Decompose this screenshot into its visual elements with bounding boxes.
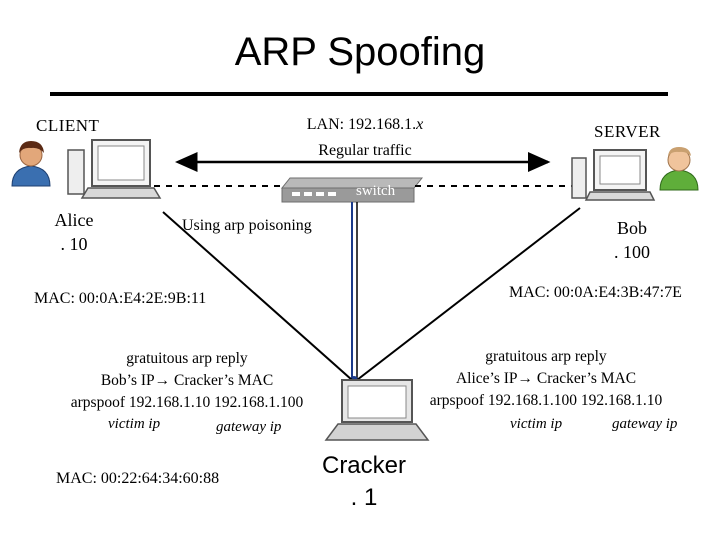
client-person-icon xyxy=(11,141,51,187)
server-name: Bob xyxy=(616,218,647,238)
lan-label: LAN: 192.168.1.x Regular traffic xyxy=(270,112,460,164)
server-person-icon xyxy=(659,147,699,191)
client-name: Alice xyxy=(54,210,94,230)
right-mapping: Alice’s IP→ Cracker’s MAC xyxy=(455,370,637,387)
left-attack-block: gratuitous arp reply Bob’s IP→ Cracker’s… xyxy=(56,348,318,414)
server-computer xyxy=(571,149,656,201)
right-attack-block: gratuitous arp reply Alice’s IP→ Cracker… xyxy=(408,346,684,412)
cracker-laptop xyxy=(324,379,430,441)
right-arp-reply: gratuitous arp reply xyxy=(485,348,607,365)
poisoning-label: Using arp poisoning xyxy=(182,217,312,234)
cracker-mac: MAC: 00:22:64:34:60:88 xyxy=(56,470,220,487)
server-ip: . 100 xyxy=(614,242,650,262)
client-role-label: CLIENT xyxy=(36,116,100,135)
switch-device xyxy=(280,177,424,203)
left-victim-label: victim ip xyxy=(108,416,161,432)
right-victim-label: victim ip xyxy=(510,416,563,432)
client-mac: MAC: 00:0A:E4:2E:9B:11 xyxy=(34,290,207,307)
client-host-label: Alice . 10 xyxy=(48,208,100,256)
left-arp-reply: gratuitous arp reply xyxy=(126,350,248,367)
lan-network-label: LAN: 192.168.1.x xyxy=(306,116,424,133)
client-ip: . 10 xyxy=(60,234,88,254)
title-underline xyxy=(50,92,668,96)
right-command: arpspoof 192.168.1.100 192.168.1.10 xyxy=(429,392,663,409)
slide-title: ARP Spoofing xyxy=(234,30,486,74)
left-command: arpspoof 192.168.1.10 192.168.1.100 xyxy=(70,394,304,411)
lan-traffic-label: Regular traffic xyxy=(318,142,412,159)
server-host-label: Bob . 100 xyxy=(604,216,660,264)
right-gateway-label: gateway ip xyxy=(612,416,678,432)
cracker-ip: . 1 xyxy=(350,484,378,511)
poison-line-left xyxy=(162,211,353,381)
switch-label: switch xyxy=(356,183,396,199)
client-computer xyxy=(67,139,162,199)
poison-line-right xyxy=(356,207,581,381)
cracker-host-label: Cracker . 1 xyxy=(306,450,422,514)
left-mapping: Bob’s IP→ Cracker’s MAC xyxy=(100,372,274,389)
left-gateway-label: gateway ip xyxy=(216,419,282,435)
cracker-name: Cracker xyxy=(321,452,406,479)
server-role-label: SERVER xyxy=(594,122,661,141)
server-mac: MAC: 00:0A:E4:3B:47:7E xyxy=(509,284,682,301)
